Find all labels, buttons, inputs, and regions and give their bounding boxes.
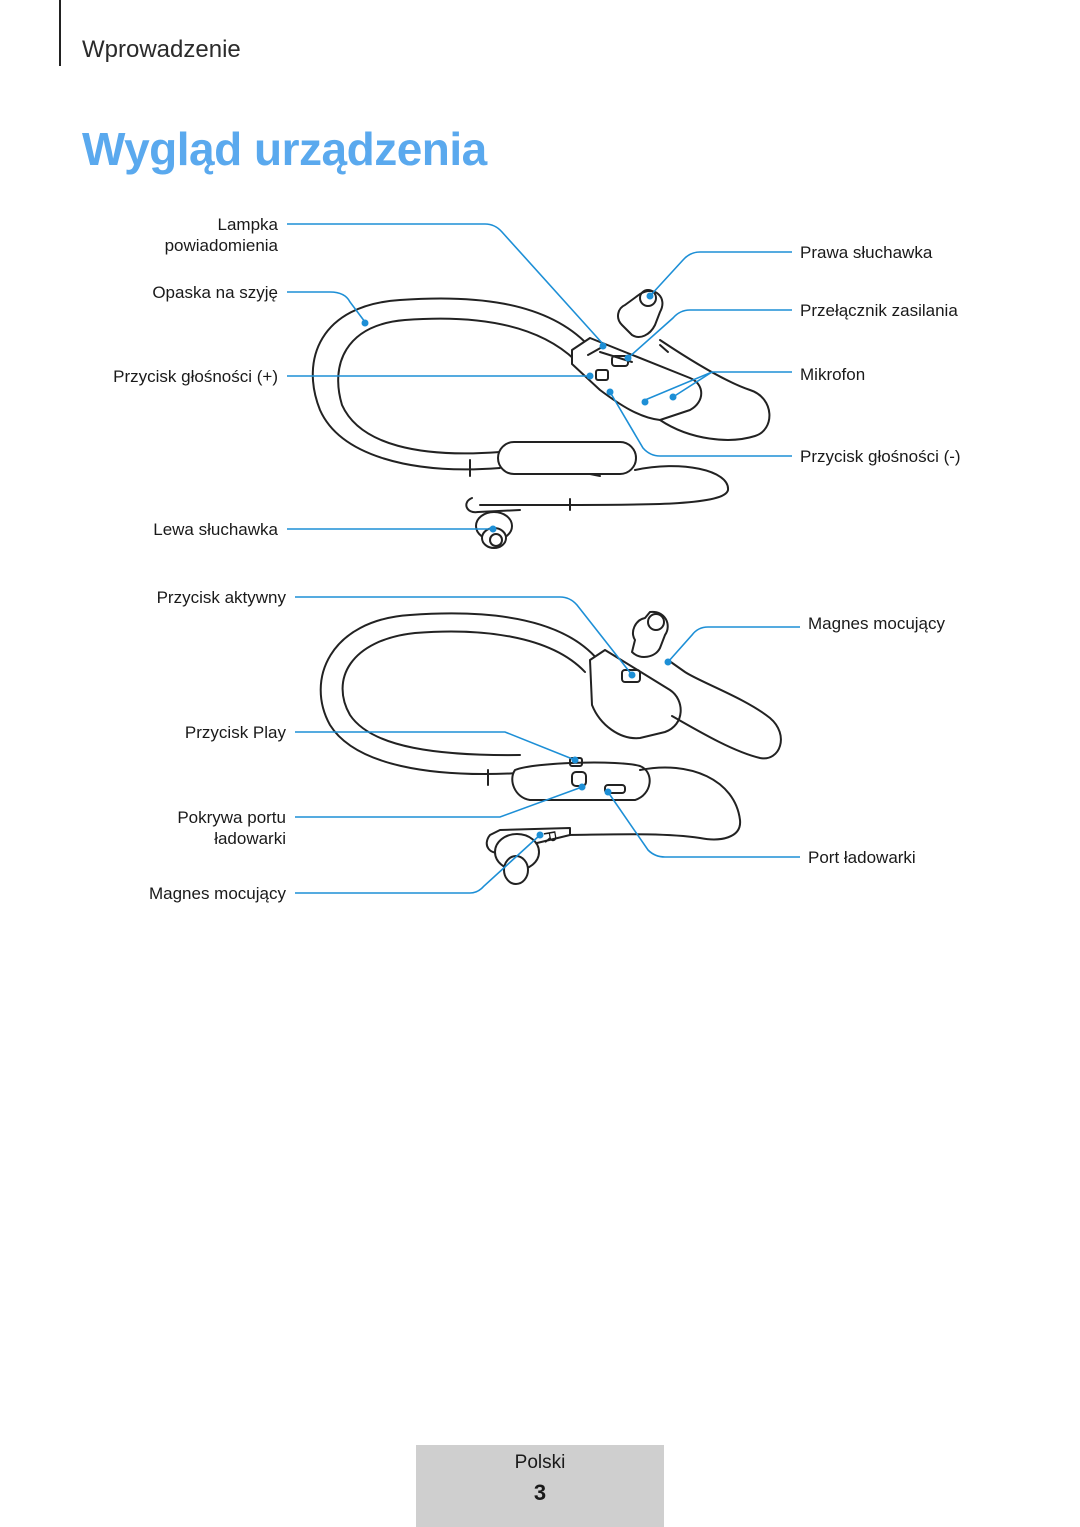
label-microphone: Mikrofon bbox=[800, 365, 865, 384]
callout-power-switch bbox=[627, 309, 792, 359]
section-header: Wprowadzenie bbox=[82, 36, 241, 63]
label-volume-down: Przycisk głośności (-) bbox=[800, 447, 961, 466]
callout-volume-down bbox=[609, 391, 792, 457]
callout-magnet-left bbox=[295, 834, 541, 894]
label-power-switch: Przełącznik zasilania bbox=[800, 301, 958, 320]
callout-play-button bbox=[295, 731, 576, 761]
label-notification-lamp-1: Lampka bbox=[218, 215, 279, 234]
header-rule bbox=[59, 0, 61, 66]
callout-right-earbud bbox=[649, 251, 792, 297]
label-magnet-left: Magnes mocujący bbox=[149, 884, 287, 903]
callout-charger-port bbox=[607, 791, 800, 858]
callout-notification-lamp bbox=[287, 223, 604, 345]
callout-microphone-2 bbox=[672, 371, 713, 398]
page-footer: Polski 3 bbox=[416, 1445, 664, 1527]
earbud-r-mark: R bbox=[540, 829, 561, 844]
label-volume-up: Przycisk głośności (+) bbox=[113, 367, 278, 386]
figure-1-neckband-illustration bbox=[311, 289, 771, 549]
label-magnet-right: Magnes mocujący bbox=[808, 614, 946, 633]
label-port-cover-1: Pokrywa portu bbox=[177, 808, 286, 827]
callout-active-button bbox=[295, 596, 633, 676]
figure-2-callout-dots bbox=[536, 658, 672, 839]
callout-port-cover bbox=[295, 786, 583, 818]
label-active-button: Przycisk aktywny bbox=[157, 588, 287, 607]
figure-2-neckband-illustration bbox=[319, 610, 782, 885]
page-title: Wygląd urządzenia bbox=[82, 123, 487, 175]
callout-magnet-right bbox=[667, 626, 800, 663]
label-left-earbud: Lewa słuchawka bbox=[153, 520, 278, 539]
label-right-earbud: Prawa słuchawka bbox=[800, 243, 933, 262]
page-number: 3 bbox=[533, 1480, 547, 1505]
label-notification-lamp-2: powiadomienia bbox=[165, 236, 279, 255]
callout-neckband bbox=[287, 291, 366, 323]
figure-1-callouts bbox=[287, 223, 792, 530]
figure-2-callouts bbox=[295, 596, 800, 894]
label-charger-port: Port ładowarki bbox=[808, 848, 916, 867]
figure-1-callout-dots bbox=[361, 292, 677, 533]
label-play-button: Przycisk Play bbox=[185, 723, 287, 742]
label-port-cover-2: ładowarki bbox=[214, 829, 286, 848]
language-label: Polski bbox=[514, 1452, 566, 1473]
label-neckband: Opaska na szyję bbox=[152, 283, 278, 302]
